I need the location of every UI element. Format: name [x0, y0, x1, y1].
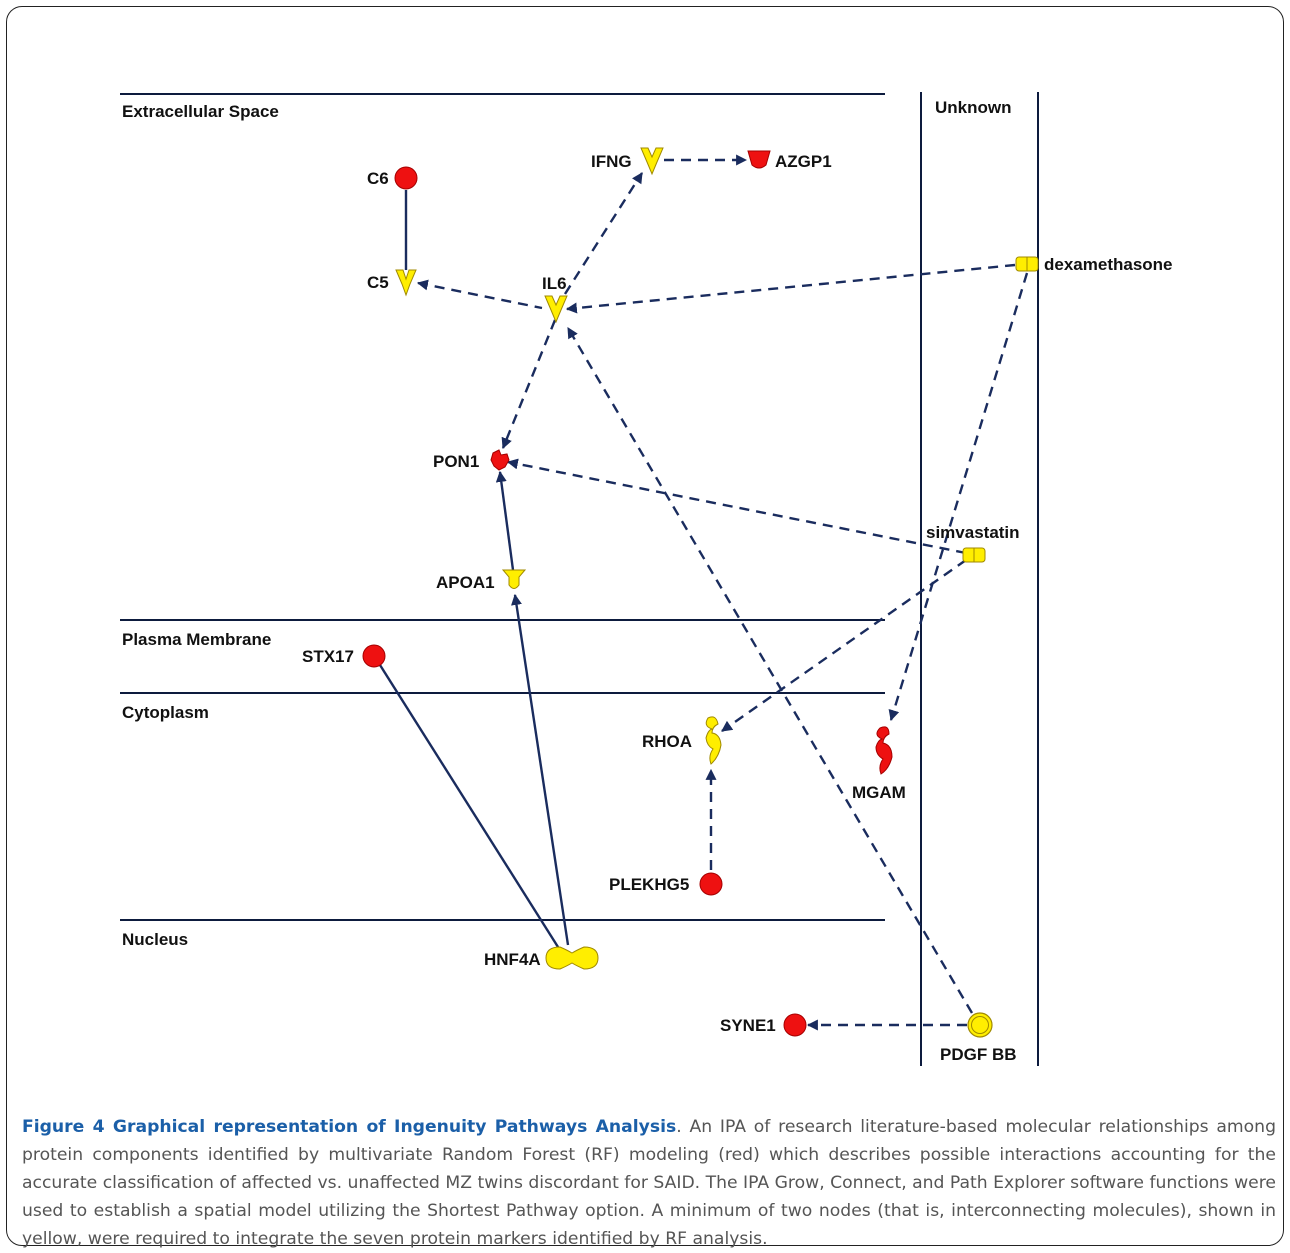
label-pon1: PON1 — [433, 452, 479, 471]
edge-dexamethasone-il6 — [565, 263, 1016, 314]
label-plekhg5: PLEKHG5 — [609, 875, 689, 894]
label-c6: C6 — [367, 169, 389, 188]
label-pdgfbb: PDGF BB — [940, 1045, 1017, 1064]
region-label-extracellular: Extracellular Space — [122, 102, 279, 121]
node-stx17[interactable] — [362, 644, 386, 668]
node-ifng[interactable] — [640, 147, 664, 176]
node-c5[interactable] — [395, 269, 417, 297]
edge-apoa1-pon1 — [495, 470, 515, 571]
edge-il6-ifng — [563, 172, 644, 295]
label-c5: C5 — [367, 273, 389, 292]
node-apoa1[interactable] — [501, 569, 527, 589]
label-rhoa: RHOA — [642, 732, 692, 751]
figure-caption: Figure 4 Graphical representation of Ing… — [22, 1113, 1276, 1253]
edge-c5-il6 — [416, 279, 543, 310]
label-mgam: MGAM — [852, 783, 906, 802]
label-syne1: SYNE1 — [720, 1016, 776, 1035]
pathway-diagram: Extracellular Space Unknown Plasma Membr… — [120, 92, 1173, 1066]
label-ifng: IFNG — [591, 152, 632, 171]
edge-dexamethasone-mgam — [888, 272, 1029, 722]
node-pon1[interactable] — [490, 449, 510, 471]
region-label-nucleus: Nucleus — [122, 930, 188, 949]
node-c6[interactable] — [394, 166, 418, 190]
region-label-cytoplasm: Cytoplasm — [122, 703, 209, 722]
node-syne1[interactable] — [783, 1013, 807, 1037]
label-simvastatin: simvastatin — [926, 523, 1020, 542]
edge-hnf4a-apoa1 — [511, 593, 570, 946]
label-il6: IL6 — [542, 274, 567, 293]
edge-pdgfbb-il6 — [566, 327, 974, 1014]
figure-frame — [6, 6, 1284, 1246]
node-azgp1[interactable] — [747, 150, 771, 169]
edge-simvastatin-pon1 — [506, 458, 967, 555]
label-azgp1: AZGP1 — [775, 152, 832, 171]
label-hnf4a: HNF4A — [484, 950, 541, 969]
region-label-plasma-membrane: Plasma Membrane — [122, 630, 271, 649]
node-plekhg5[interactable] — [699, 872, 723, 896]
edge-il6-pon1 — [501, 319, 557, 450]
node-hnf4a[interactable] — [545, 946, 599, 970]
label-stx17: STX17 — [302, 647, 354, 666]
node-mgam[interactable] — [875, 726, 893, 775]
edge-simvastatin-rhoa — [721, 559, 967, 732]
node-il6[interactable] — [544, 295, 568, 324]
label-dexamethasone: dexamethasone — [1044, 255, 1173, 274]
caption-title: Figure 4 Graphical representation of Ing… — [22, 1117, 677, 1137]
edge-stx17-hnf4a — [378, 664, 560, 948]
label-apoa1: APOA1 — [436, 573, 495, 592]
region-label-unknown: Unknown — [935, 98, 1012, 117]
caption-body: . An IPA of research literature-based mo… — [22, 1117, 1276, 1249]
node-rhoa[interactable] — [705, 716, 722, 765]
